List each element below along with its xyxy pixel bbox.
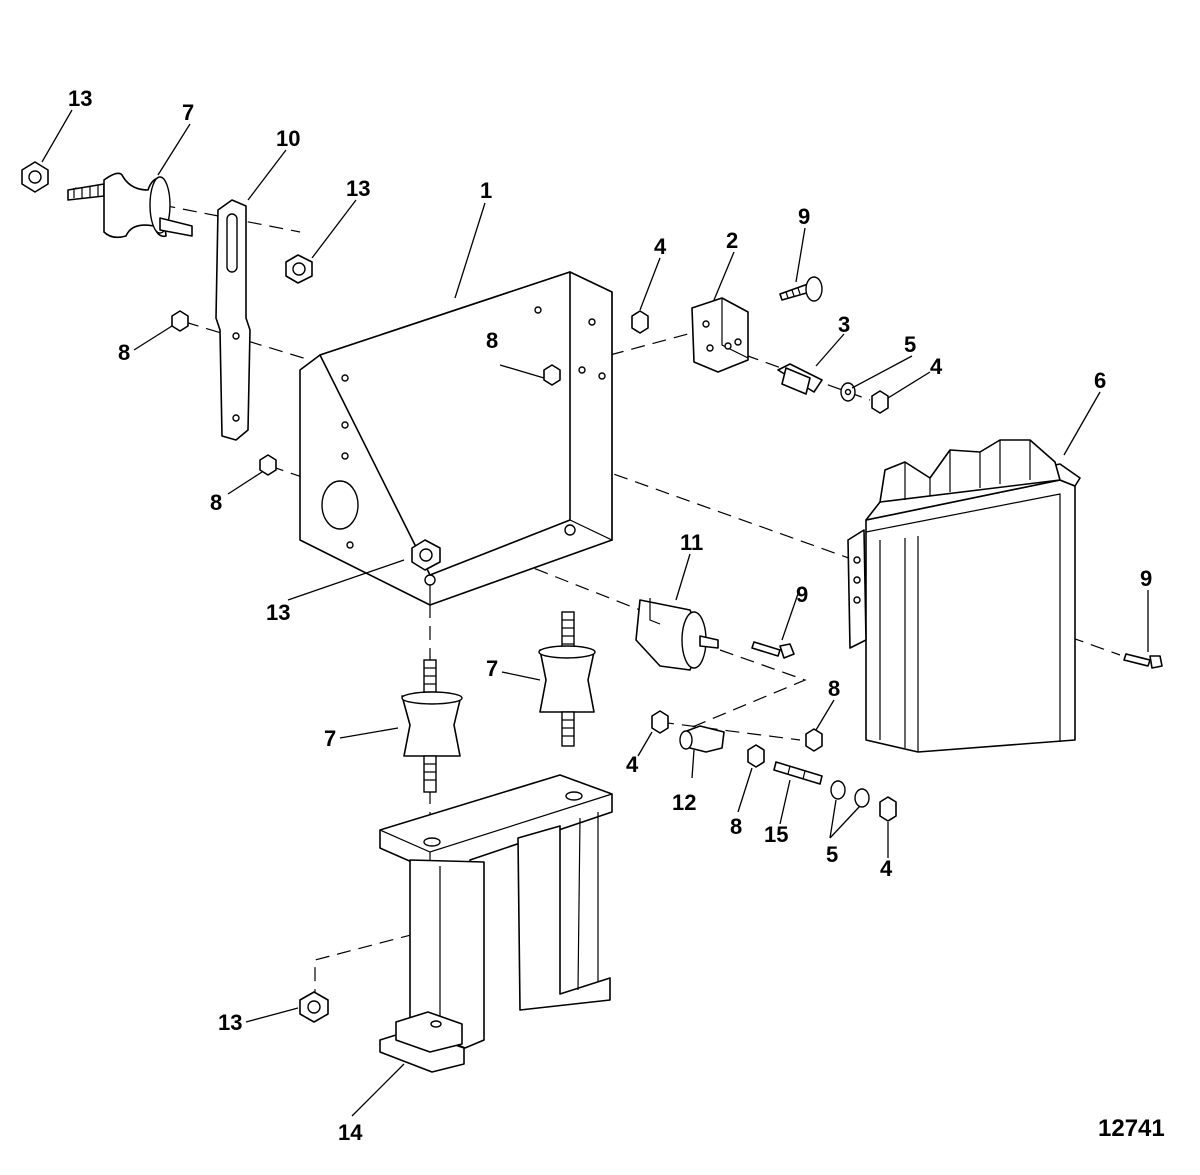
callout-6: 6 <box>1094 368 1106 393</box>
nut-4-d <box>879 796 897 822</box>
nut-8-d <box>805 728 823 752</box>
strap-bracket <box>215 199 251 441</box>
callout-9-c: 9 <box>1140 566 1152 591</box>
clevis <box>679 725 725 753</box>
figure-number: 12741 <box>1098 1115 1165 1142</box>
nut-13-b <box>285 254 313 284</box>
screw-9-c <box>1123 653 1163 669</box>
callout-4-b: 4 <box>930 354 943 379</box>
nut-13-a <box>21 161 49 193</box>
callout-8-c: 8 <box>210 490 222 515</box>
nut-4-b <box>871 390 889 414</box>
nut-8-a <box>171 310 189 332</box>
callout-15: 15 <box>764 822 788 847</box>
base-stand <box>379 774 613 1073</box>
callout-8-b: 8 <box>486 328 498 353</box>
screw-9-a <box>779 276 823 302</box>
relay <box>635 598 719 671</box>
nut-8-b <box>259 454 277 476</box>
nut-8-c <box>543 364 561 386</box>
pin <box>773 761 823 785</box>
callout-leaders <box>41 109 1149 1117</box>
main-bracket <box>299 271 613 606</box>
callout-4-d: 4 <box>880 856 893 881</box>
callout-10: 10 <box>276 126 300 151</box>
isolator-top <box>67 172 193 239</box>
nut-13-d <box>299 991 329 1023</box>
washer-5-a <box>840 382 856 402</box>
callout-4-c: 4 <box>626 752 639 777</box>
callout-7-a: 7 <box>182 100 194 125</box>
callout-8-a: 8 <box>118 340 130 365</box>
callout-4-a: 4 <box>654 234 667 259</box>
callout-7-c: 7 <box>324 726 336 751</box>
nut-13-c <box>411 539 441 571</box>
callout-13-a: 13 <box>68 86 92 111</box>
washer-5-b <box>830 780 870 808</box>
nut-8-e <box>747 744 765 768</box>
callout-2: 2 <box>726 228 738 253</box>
callout-8-d: 8 <box>828 676 840 701</box>
callout-13-b: 13 <box>346 176 370 201</box>
isolator-right <box>538 611 596 747</box>
callout-14: 14 <box>338 1120 363 1145</box>
callout-labels: 13 7 10 13 1 4 2 9 8 8 3 5 4 6 8 13 11 9… <box>68 86 1152 1145</box>
nut-4-a <box>631 310 649 334</box>
nut-4-c <box>651 710 669 734</box>
callout-9-a: 9 <box>798 204 810 229</box>
angle-bracket <box>691 297 749 373</box>
isolator-left <box>401 659 463 793</box>
callout-8-e: 8 <box>730 814 742 839</box>
screw-9-b <box>751 641 795 659</box>
callout-13-c: 13 <box>266 600 290 625</box>
callout-5-b: 5 <box>826 842 838 867</box>
callout-13-d: 13 <box>218 1010 242 1035</box>
callout-1: 1 <box>480 178 492 203</box>
control-module <box>847 439 1081 753</box>
callout-12: 12 <box>672 790 696 815</box>
callout-11: 11 <box>680 530 703 555</box>
callout-9-b: 9 <box>796 582 808 607</box>
callout-3: 3 <box>838 312 850 337</box>
callout-5-a: 5 <box>904 332 916 357</box>
callout-7-b: 7 <box>486 656 498 681</box>
standoff <box>777 363 823 395</box>
